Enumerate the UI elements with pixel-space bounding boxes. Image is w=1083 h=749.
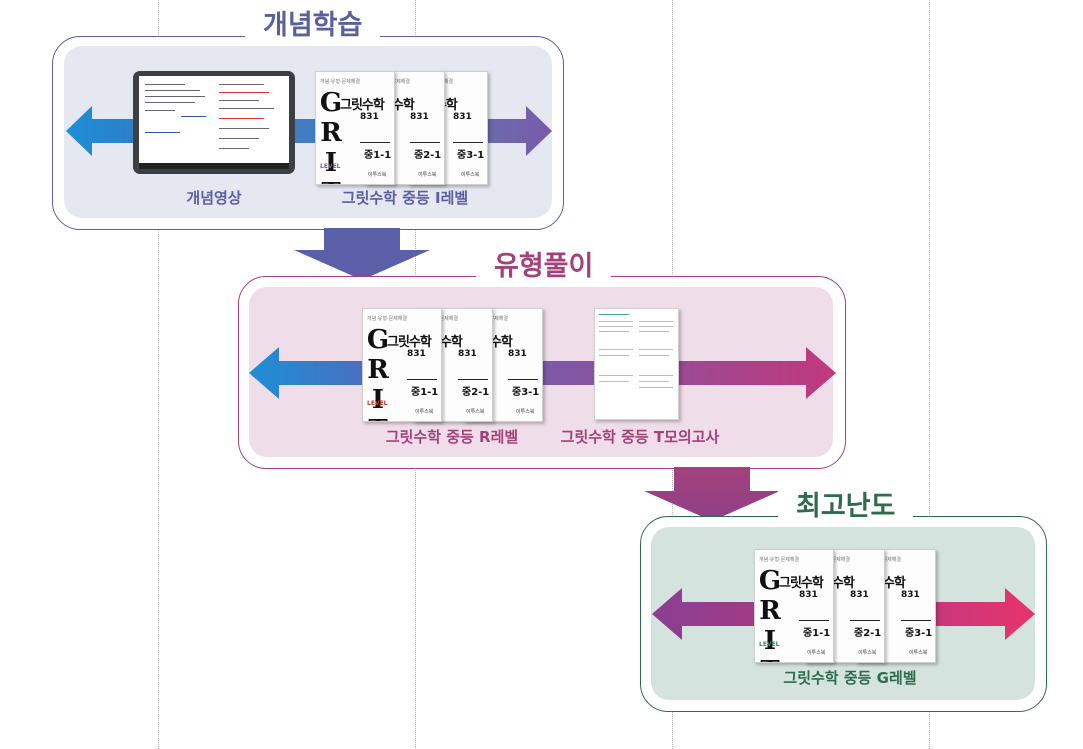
video-control-bar	[139, 163, 289, 169]
grade-rule	[799, 620, 829, 621]
book-grade: 중3-1	[512, 387, 540, 398]
grade-rule	[458, 379, 488, 380]
grade-rule	[453, 142, 483, 143]
book-level: LEVEL	[320, 163, 341, 170]
book-publisher: 이투스북	[466, 409, 485, 415]
book-title: 그릿수학	[387, 335, 432, 350]
book-subtitle: 831	[508, 349, 527, 359]
book-cover: 개념·유형·문제해결 GRIT 그릿수학 831 중1-1 LEVEL 이투스북	[362, 308, 442, 422]
book-publisher: 이투스북	[461, 172, 480, 178]
grade-rule	[407, 379, 437, 380]
book-header: 개념·유형·문제해결	[367, 316, 407, 322]
book-subtitle: 831	[453, 112, 472, 122]
grade-rule	[850, 620, 880, 621]
book-publisher: 이투스북	[418, 172, 437, 178]
stage-practice-title: 유형풀이	[476, 251, 612, 283]
video-lecture-screen	[139, 76, 289, 163]
book-grade: 중3-1	[905, 628, 933, 639]
book-publisher: 이투스북	[516, 409, 535, 415]
caption-t-mock-exam: 그릿수학 중등 T모의고사	[560, 428, 720, 446]
grade-rule	[508, 379, 538, 380]
book-grade: 중2-1	[462, 387, 490, 398]
book-grade: 중1-1	[411, 387, 439, 398]
book-grade: 중1-1	[364, 150, 392, 161]
right-arrow-icon	[935, 588, 1035, 640]
book-cover: 개념·유형·문제해결 GRIT 그릿수학 831 중1-1 LEVEL 이투스북	[315, 71, 395, 185]
mock-exam-sheet	[594, 308, 679, 420]
book-title: 그릿수학	[340, 98, 385, 113]
caption-r-level: 그릿수학 중등 R레벨	[385, 428, 519, 446]
book-header: 개념·유형·문제해결	[759, 557, 799, 563]
stage-advanced-title: 최고난도	[778, 491, 914, 523]
book-publisher: 이투스북	[858, 650, 877, 656]
caption-concept-video: 개념영상	[186, 189, 242, 207]
grade-rule	[360, 142, 390, 143]
right-arrow-icon	[482, 106, 552, 156]
guide-line	[158, 0, 159, 749]
book-subtitle: 831	[410, 112, 429, 122]
book-header: 개념·유형·문제해결	[320, 79, 360, 85]
down-arrow-icon	[644, 467, 780, 521]
right-arrow-icon	[540, 347, 836, 399]
left-arrow-icon	[249, 347, 364, 399]
book-level: LEVEL	[367, 400, 388, 407]
book-grade: 중3-1	[457, 150, 485, 161]
grit-logo: GRIT	[755, 566, 785, 663]
book-grade: 중2-1	[414, 150, 442, 161]
grade-rule	[410, 142, 440, 143]
book-subtitle: 831	[901, 590, 920, 600]
book-cover: 개념·유형·문제해결 GRIT 그릿수학 831 중1-1 LEVEL 이투스북	[754, 549, 834, 663]
grit-logo: GRIT	[316, 88, 346, 185]
left-arrow-icon	[66, 106, 138, 156]
grit-logo: GRIT	[363, 325, 393, 422]
book-subtitle: 831	[458, 349, 477, 359]
book-publisher: 이투스북	[368, 172, 387, 178]
stage-concept-title: 개념학습	[245, 10, 381, 42]
book-subtitle: 831	[360, 112, 379, 122]
book-publisher: 이투스북	[909, 650, 928, 656]
caption-g-level: 그릿수학 중등 G레벨	[783, 669, 917, 687]
tablet-icon	[133, 71, 295, 174]
book-grade: 중1-1	[803, 628, 831, 639]
caption-i-level: 그릿수학 중등 I레벨	[341, 189, 469, 207]
left-arrow-icon	[652, 588, 757, 640]
book-grade: 중2-1	[854, 628, 882, 639]
book-level: LEVEL	[759, 641, 780, 648]
book-publisher: 이투스북	[807, 650, 826, 656]
book-title: 그릿수학	[779, 576, 824, 591]
down-arrow-icon	[294, 228, 430, 280]
grade-rule	[901, 620, 931, 621]
book-subtitle: 831	[799, 590, 818, 600]
guide-line	[929, 0, 930, 749]
book-publisher: 이투스북	[415, 409, 434, 415]
book-subtitle: 831	[407, 349, 426, 359]
book-subtitle: 831	[850, 590, 869, 600]
